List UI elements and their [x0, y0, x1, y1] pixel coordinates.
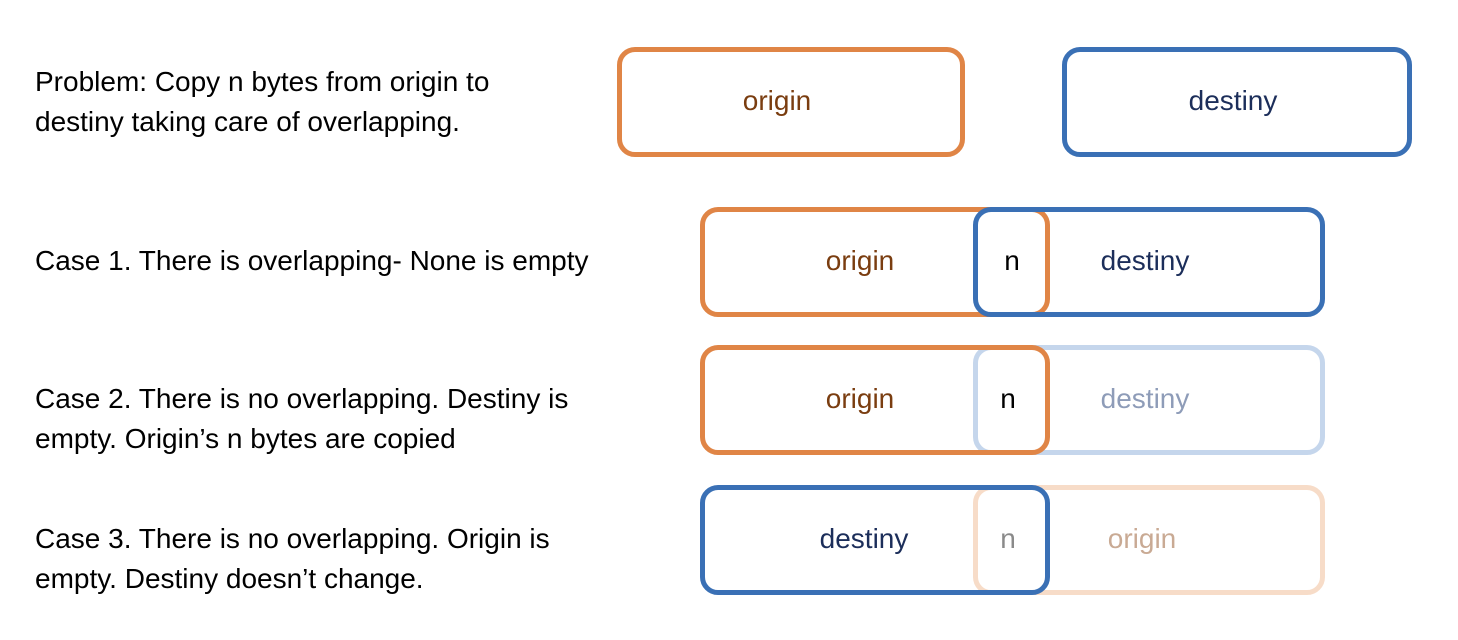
problem-origin-label: origin [742, 85, 812, 116]
case1-origin-label: origin [825, 245, 895, 276]
case3-origin-box [973, 485, 1325, 595]
case2-destiny-box [973, 345, 1325, 455]
problem-destiny-box [1062, 47, 1412, 157]
case1-n-label: n [1004, 245, 1020, 276]
case3-description: Case 3. There is no overlapping. Origin … [35, 523, 550, 594]
case1-origin-box [700, 207, 1050, 317]
case2-origin-box [700, 345, 1050, 455]
case2-n-label: n [1000, 383, 1016, 414]
problem-destiny-label: destiny [1188, 85, 1278, 116]
case2-description: Case 2. There is no overlapping. Destiny… [35, 383, 569, 454]
case3-n-label: n [1000, 523, 1016, 554]
case1-destiny-label: destiny [1100, 245, 1190, 276]
case3-destiny-label: destiny [819, 523, 909, 554]
case3-destiny-box [700, 485, 1050, 595]
problem-statement: Problem: Copy n bytes from origin to des… [35, 66, 490, 137]
case2-origin-label: origin [825, 383, 895, 414]
case1-destiny-box [973, 207, 1325, 317]
problem-origin-box [617, 47, 965, 157]
case2-destiny-label: destiny [1100, 383, 1190, 414]
case1-description: Case 1. There is overlapping- None is em… [35, 245, 589, 276]
case3-origin-label: origin [1107, 523, 1177, 554]
